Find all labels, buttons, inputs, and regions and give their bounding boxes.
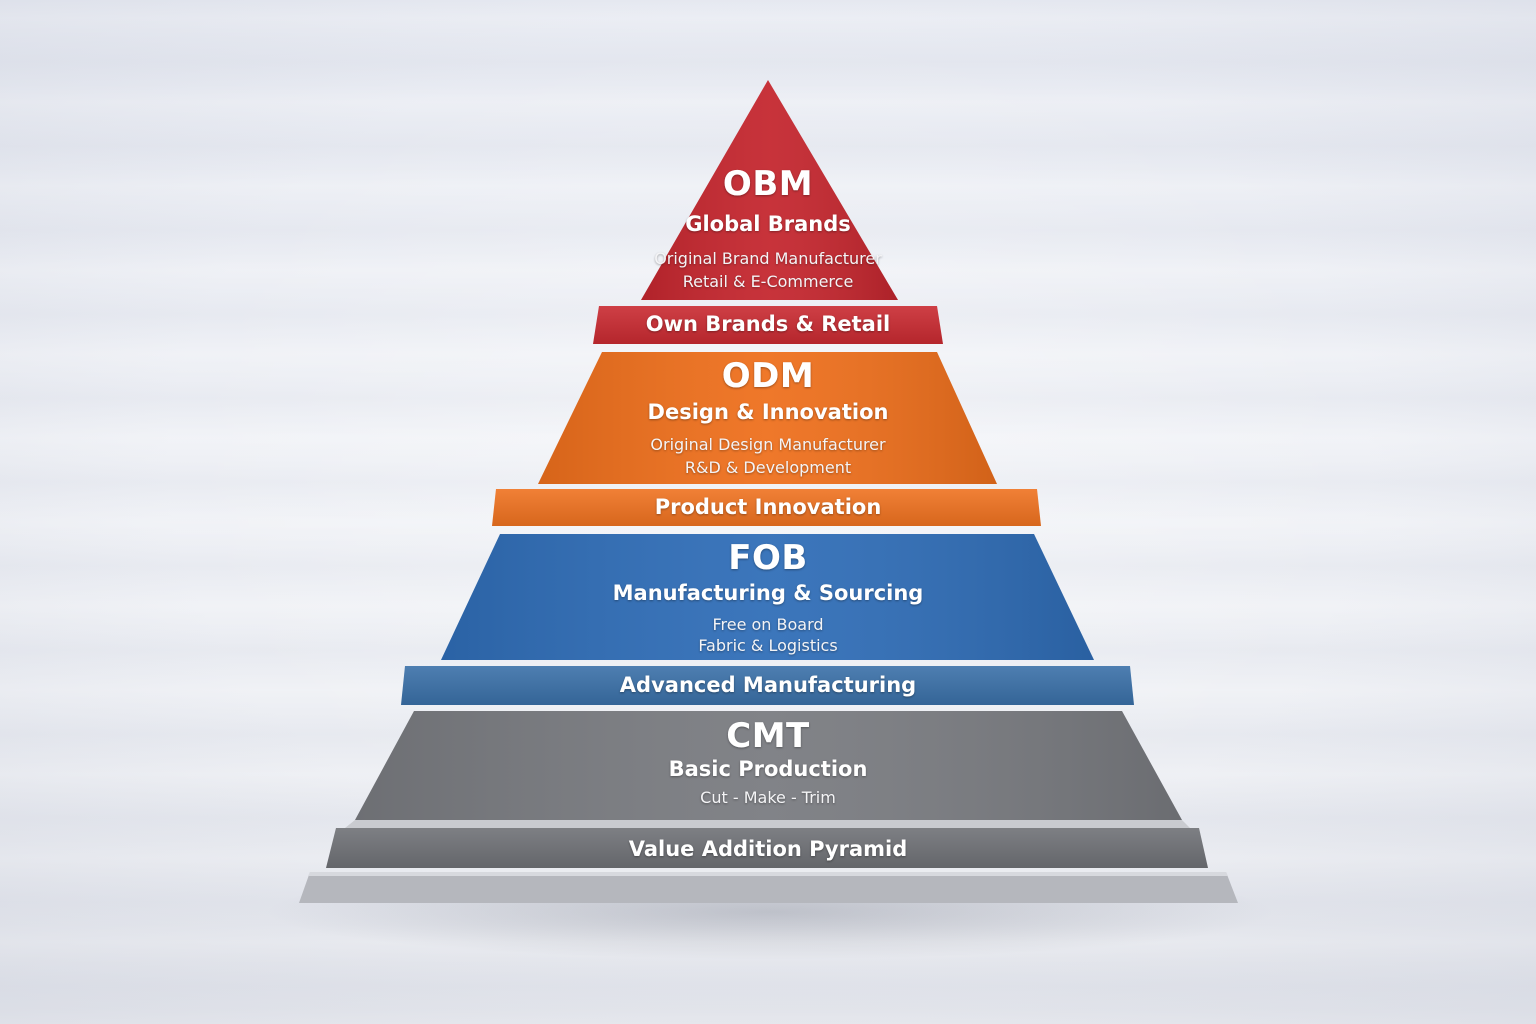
tier-odm-line-1: Original Design Manufacturer — [650, 435, 886, 454]
pyramid-base-top-edge — [308, 872, 1228, 876]
pyramid-base-step — [299, 872, 1238, 903]
tier-obm-shade — [641, 80, 898, 300]
tier-fob-code: FOB — [728, 538, 808, 578]
tier-fob-line-2: Fabric & Logistics — [698, 636, 838, 655]
tier-obm-code: OBM — [722, 164, 814, 204]
tier-cmt-band-label: Value Addition Pyramid — [628, 837, 908, 861]
tier-odm-shade — [538, 352, 997, 484]
tier-obm-band-shade — [593, 306, 943, 344]
tier-obm-band-label: Own Brands & Retail — [645, 312, 891, 336]
tier-cmt-band-shade — [326, 828, 1208, 868]
tier-odm-code: ODM — [721, 356, 815, 396]
tier-obm-line-2: Retail & E-Commerce — [682, 272, 854, 291]
tier-cmt-title: Basic Production — [668, 757, 868, 781]
tier-odm-band-label: Product Innovation — [654, 495, 882, 519]
tier-fob-line-1: Free on Board — [712, 615, 824, 634]
tier-cmt-code: CMT — [726, 716, 810, 756]
tier-fob-shade — [441, 534, 1094, 660]
tier-cmt-shade — [355, 711, 1182, 820]
tier-odm-title: Design & Innovation — [647, 400, 889, 424]
tier-cmt-line-1: Cut - Make - Trim — [700, 788, 836, 807]
tier-obm-line-1: Original Brand Manufacturer — [654, 249, 882, 268]
tier-fob-band-label: Advanced Manufacturing — [619, 673, 917, 697]
tier-obm-title: Global Brands — [685, 212, 851, 236]
tier-fob-band-shade — [401, 666, 1134, 705]
tier-odm-band-shade — [492, 489, 1041, 526]
step-edge-top — [345, 820, 1190, 828]
tier-odm-line-2: R&D & Development — [684, 458, 852, 477]
tier-fob-title: Manufacturing & Sourcing — [612, 581, 924, 605]
